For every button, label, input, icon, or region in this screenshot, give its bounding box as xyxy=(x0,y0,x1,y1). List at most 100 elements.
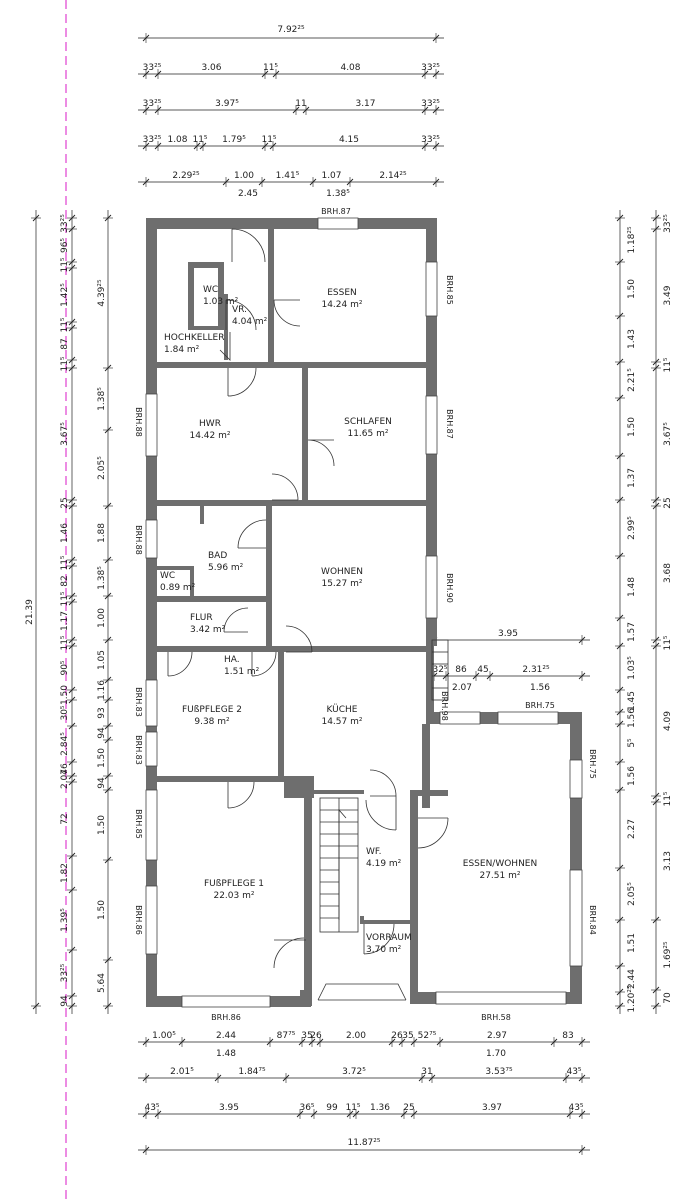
dim-right-outer-9: 3.13 xyxy=(663,851,673,871)
dim-left-outer-19: 76 xyxy=(60,763,70,775)
dim-right-inner-4: 1.50 xyxy=(627,417,637,437)
room-area-fusspflege-2: 9.38 m² xyxy=(194,717,230,727)
dim-right-outer-11: 70 xyxy=(663,992,673,1004)
dim-bottom-row3-0: 43⁵ xyxy=(144,1103,159,1113)
dim-bottom-row1-lower-0: 1.48 xyxy=(216,1049,236,1059)
dim-right-inner-13: 1.56 xyxy=(627,766,637,786)
dim-left-outer-16: 1.50 xyxy=(60,685,70,705)
brh-ew_right_b: BRH.84 xyxy=(588,905,597,935)
brh-fp2_left_a: BRH.83 xyxy=(134,687,143,717)
dim-right-inner-12: 5⁵ xyxy=(627,738,637,748)
dim-left-outer-6: 11⁵ xyxy=(60,356,70,371)
room-name-hochkeller: HOCHKELLER xyxy=(164,333,224,343)
room-name-wf: WF. xyxy=(366,847,382,857)
dim-bottom-row1-8: 52⁷⁵ xyxy=(418,1031,437,1041)
dim-left-inner-1: 1.38⁵ xyxy=(97,387,107,411)
dim-left-inner-5: 1.00 xyxy=(97,608,107,628)
dim-bottom-total-0: 11.87²⁵ xyxy=(348,1138,381,1148)
dim-right-inner-15: 2.05⁵ xyxy=(627,882,637,906)
dim-bottom-row1-lower-1: 1.70 xyxy=(486,1049,506,1059)
room-area-bad: 5.96 m² xyxy=(208,563,244,573)
dim-mid-right-row-0: 32⁵ xyxy=(432,665,447,675)
dim-top-row3-3: 1.79⁵ xyxy=(222,135,246,145)
dim-bottom-row1-1: 2.44 xyxy=(216,1031,236,1041)
dim-left-outer-14: 11⁵ xyxy=(60,635,70,650)
dim-left-inner-12: 1.50 xyxy=(97,815,107,835)
dim-bottom-row1-5: 2.00 xyxy=(346,1031,366,1041)
room-area-ha: 1.51 m² xyxy=(224,667,260,677)
dim-left-inner-10: 1.50 xyxy=(97,748,107,768)
dim-right-outer-8: 11⁵ xyxy=(663,791,673,806)
dim-mid-right-row-1: 86 xyxy=(455,665,467,675)
dim-left-outer-11: 82 xyxy=(60,575,70,586)
dim-bottom-row2-4: 3.53⁷⁵ xyxy=(485,1067,513,1077)
room-area-wf: 4.19 m² xyxy=(366,859,402,869)
dim-right-inner-5: 1.37 xyxy=(627,468,637,488)
dim-top-total-0: 7.92²⁵ xyxy=(277,25,305,35)
dim-left-inner-13: 1.50 xyxy=(97,900,107,920)
dim-bottom-row2-5: 43⁵ xyxy=(566,1067,581,1077)
brh-fp2_left_b: BRH.83 xyxy=(134,735,143,765)
dim-left-outer-1: 96⁵ xyxy=(60,238,70,253)
dim-bottom-row1-10: 83 xyxy=(562,1031,573,1041)
dim-left-inner-7: 1.16 xyxy=(97,680,107,700)
dim-mid-right-row-3: 2.31²⁵ xyxy=(522,665,550,675)
dim-top-row3-5: 4.15 xyxy=(339,135,359,145)
dim-right-inner-1: 1.50 xyxy=(627,279,637,299)
dim-top-row4-lower-0: 2.45 xyxy=(238,189,258,199)
room-area-vorraum: 3.70 m² xyxy=(366,945,402,955)
brh-ew_right_a: BRH.75 xyxy=(588,749,597,779)
dim-bottom-row1-2: 87⁷⁵ xyxy=(277,1031,296,1041)
room-name-wc-upper: WC xyxy=(203,285,218,295)
room-area-kueche: 14.57 m² xyxy=(321,717,362,727)
dim-right-inner-7: 1.48 xyxy=(627,577,637,597)
brh-fp1_bottom: BRH.86 xyxy=(211,1013,241,1022)
dim-left-inner-0: 4.39²⁵ xyxy=(97,279,107,307)
dim-left-outer-15: 90⁵ xyxy=(60,660,70,675)
dim-bottom-row3-2: 36⁵ xyxy=(299,1103,314,1113)
dim-top-row4-4: 2.14²⁵ xyxy=(379,171,407,181)
doors xyxy=(167,228,449,969)
dim-left-outer-8: 25 xyxy=(60,497,70,508)
dim-right-inner-8: 1.57 xyxy=(627,622,637,642)
dim-left-inner-4: 1.38⁵ xyxy=(97,566,107,590)
dim-right-outer-3: 3.67⁵ xyxy=(663,422,673,446)
window-sill-labels: BRH.87BRH.85BRH.87BRH.88BRH.88BRH.90BRH.… xyxy=(134,207,597,1022)
dim-left-outer-23: 1.39⁵ xyxy=(60,908,70,932)
room-area-wohnen: 15.27 m² xyxy=(321,579,362,589)
dim-left-outer-24: 33²⁵ xyxy=(60,963,70,982)
dim-top-row4-0: 2.29²⁵ xyxy=(172,171,200,181)
dim-left-inner-6: 1.05 xyxy=(97,650,107,670)
dim-bottom-row1-0: 1.00⁵ xyxy=(152,1031,176,1041)
room-name-ha: HA. xyxy=(224,655,240,665)
dim-left-outer-7: 3.67⁵ xyxy=(60,422,70,446)
dim-top-row2-4: 33²⁵ xyxy=(421,99,440,109)
brh-ew_bottom: BRH.58 xyxy=(481,1013,511,1022)
dim-left-outer-10: 11⁵ xyxy=(60,555,70,570)
dim-bottom-row3-6: 25 xyxy=(403,1103,414,1113)
dim-top-row1-1: 3.06 xyxy=(201,63,221,73)
dim-left-outer-25: 94 xyxy=(60,995,70,1007)
dim-top-row2-2: 11 xyxy=(295,99,306,109)
brh-ew_top: BRH.75 xyxy=(525,701,555,710)
dim-left-inner-11: 94 xyxy=(97,777,107,789)
dim-left-outer-22: 1.82 xyxy=(60,863,70,883)
brh-stair_small: BRH.98 xyxy=(440,691,449,721)
dim-right-outer-6: 11⁵ xyxy=(663,635,673,650)
dim-left-inner-2: 2.05⁵ xyxy=(97,456,107,480)
dim-left-total-0: 21.39 xyxy=(25,599,35,625)
dim-bottom-row2-0: 2.01⁵ xyxy=(170,1067,194,1077)
room-name-fusspflege-2: FUßPFLEGE 2 xyxy=(182,705,242,715)
dim-top-row1-4: 33²⁵ xyxy=(421,63,440,73)
dim-bottom-row1-9: 2.97 xyxy=(487,1031,507,1041)
dim-bottom-row3-4: 11⁵ xyxy=(345,1103,360,1113)
dim-right-inner-11: 1.56 xyxy=(627,708,637,728)
room-area-wc-lower: 0.89 m² xyxy=(160,583,196,593)
dim-top-row3-4: 11⁵ xyxy=(261,135,276,145)
room-area-fusspflege-1: 22.03 m² xyxy=(213,891,254,901)
dim-left-outer-18: 2.84⁵ xyxy=(60,732,70,756)
dim-top-row2-1: 3.97⁵ xyxy=(215,99,239,109)
dim-top-row3-2: 11⁵ xyxy=(192,135,207,145)
